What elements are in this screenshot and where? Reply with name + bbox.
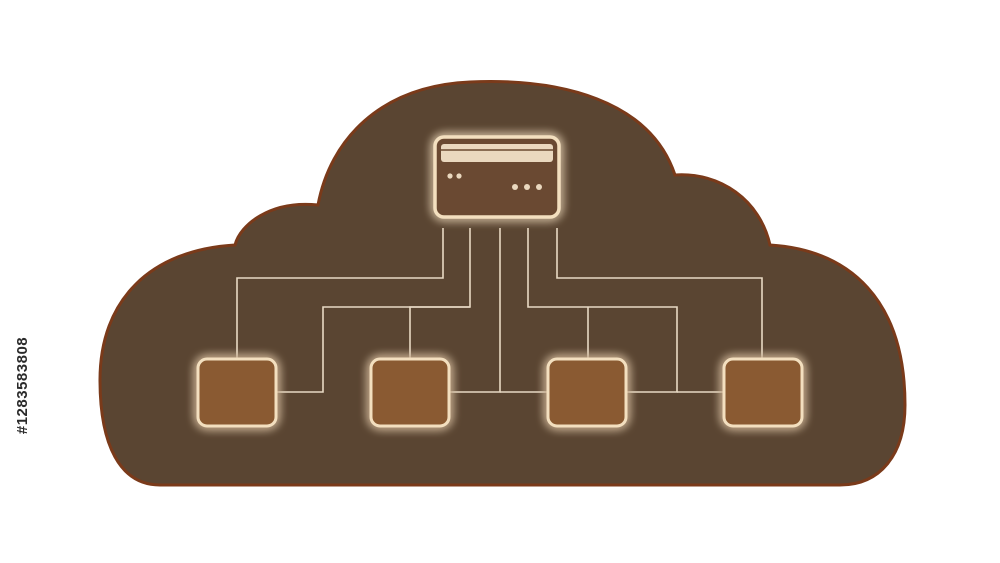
server-indicator-dot	[536, 184, 542, 190]
node-3-square-node-icon	[546, 357, 628, 428]
connector-line	[556, 228, 763, 360]
connector-line	[236, 228, 444, 360]
connector-line	[277, 228, 471, 393]
node-group	[196, 357, 804, 428]
node-1-square-node-icon	[196, 357, 278, 428]
connector-line	[527, 228, 678, 393]
connector-line	[409, 306, 470, 360]
server-icon	[433, 135, 561, 219]
stock-id-watermark: #1283583808	[6, 310, 40, 460]
cloud-shape	[98, 80, 907, 487]
server-indicator-dot	[456, 173, 462, 179]
server-indicator-dot	[447, 173, 453, 179]
connector-lines	[236, 228, 763, 393]
node-2-square-node-icon	[369, 357, 451, 428]
server-indicator-dot	[524, 184, 530, 190]
node-4-square-node-icon	[722, 357, 804, 428]
stock-id-text: #1283583808	[14, 336, 32, 434]
server-indicator-dot	[512, 184, 518, 190]
